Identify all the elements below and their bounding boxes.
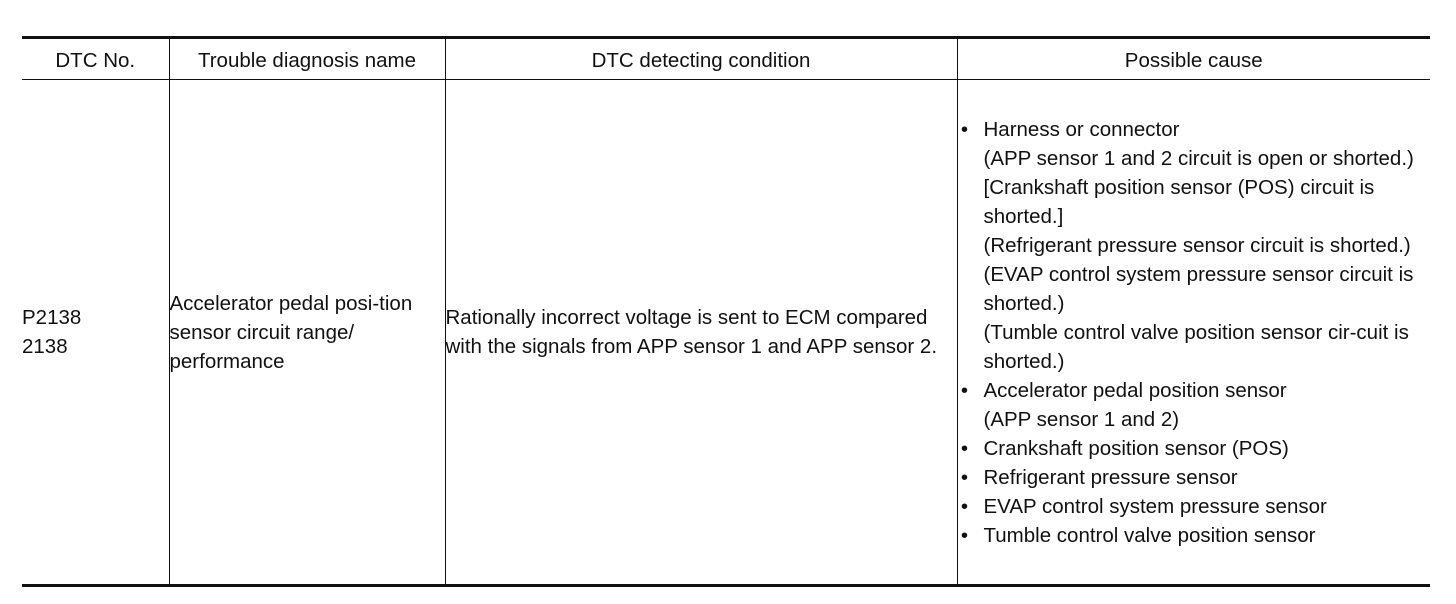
bullet-icon: • [960, 465, 969, 489]
cause-item-detail: (Tumble control valve position sensor ci… [983, 320, 1409, 373]
detecting-condition-text: Rationally incorrect voltage is sent to … [445, 306, 938, 358]
cause-item-detail: [Crankshaft position sensor (POS) circui… [983, 175, 1375, 228]
cause-item-detail: (APP sensor 1 and 2) [983, 407, 1180, 431]
list-item: • Crankshaft position sensor (POS) [958, 434, 1431, 463]
trouble-diagnosis-name-cell: Accelerator pedal posi-tion sensor circu… [168, 79, 446, 587]
bullet-icon: • [960, 436, 969, 460]
table-header-row: DTC No. Trouble diagnosis name DTC detec… [22, 36, 1430, 80]
cause-item-detail: (EVAP control system pressure sensor cir… [983, 262, 1414, 315]
bullet-icon: • [960, 523, 969, 547]
cause-item-text: EVAP control system pressure sensor [983, 494, 1327, 518]
possible-cause-list: • Harness or connector (APP sensor 1 and 2… [958, 115, 1431, 550]
bullet-icon: • [960, 378, 969, 402]
list-item: • Harness or connector (APP sensor 1 and 2… [958, 115, 1431, 376]
cause-item-detail: (Refrigerant pressure sensor circuit is … [983, 233, 1411, 257]
bullet-icon: • [960, 117, 969, 141]
cause-item-detail: (APP sensor 1 and 2 circuit is open or s… [983, 146, 1414, 170]
header-possible-cause: Possible cause [956, 36, 1430, 80]
list-item: • Accelerator pedal position sensor (APP s… [958, 376, 1431, 434]
trouble-diagnosis-name: Accelerator pedal posi-tion sensor circu… [169, 291, 413, 373]
header-dtc-no: DTC No. [22, 36, 170, 80]
cause-item-text: Tumble control valve position sensor [983, 523, 1316, 547]
dtc-table: DTC No. Trouble diagnosis name DTC detec… [22, 36, 1430, 587]
cause-item-text: Harness or connector [983, 117, 1180, 141]
cause-item-text: Crankshaft position sensor (POS) [983, 436, 1289, 460]
bullet-icon: • [960, 494, 969, 518]
cause-item-text: Accelerator pedal position sensor [983, 378, 1287, 402]
header-trouble-diagnosis-name: Trouble diagnosis name [168, 36, 446, 80]
list-item: • EVAP control system pressure sensor [958, 492, 1431, 521]
table-row: P2138 2138 Accelerator pedal posi-tion s… [22, 79, 1431, 587]
list-item: • Refrigerant pressure sensor [958, 463, 1431, 492]
cause-item-text: Refrigerant pressure sensor [983, 465, 1238, 489]
dtc-code: P2138 [22, 306, 82, 329]
list-item: • Tumble control valve position sensor [958, 521, 1431, 550]
header-dtc-detecting-condition: DTC detecting condition [444, 36, 958, 80]
detecting-condition-cell: Rationally incorrect voltage is sent to … [444, 79, 958, 587]
dtc-number-cell: P2138 2138 [22, 79, 170, 587]
possible-cause-cell: • Harness or connector (APP sensor 1 and 2… [956, 79, 1431, 587]
dtc-code-alt: 2138 [22, 335, 68, 358]
